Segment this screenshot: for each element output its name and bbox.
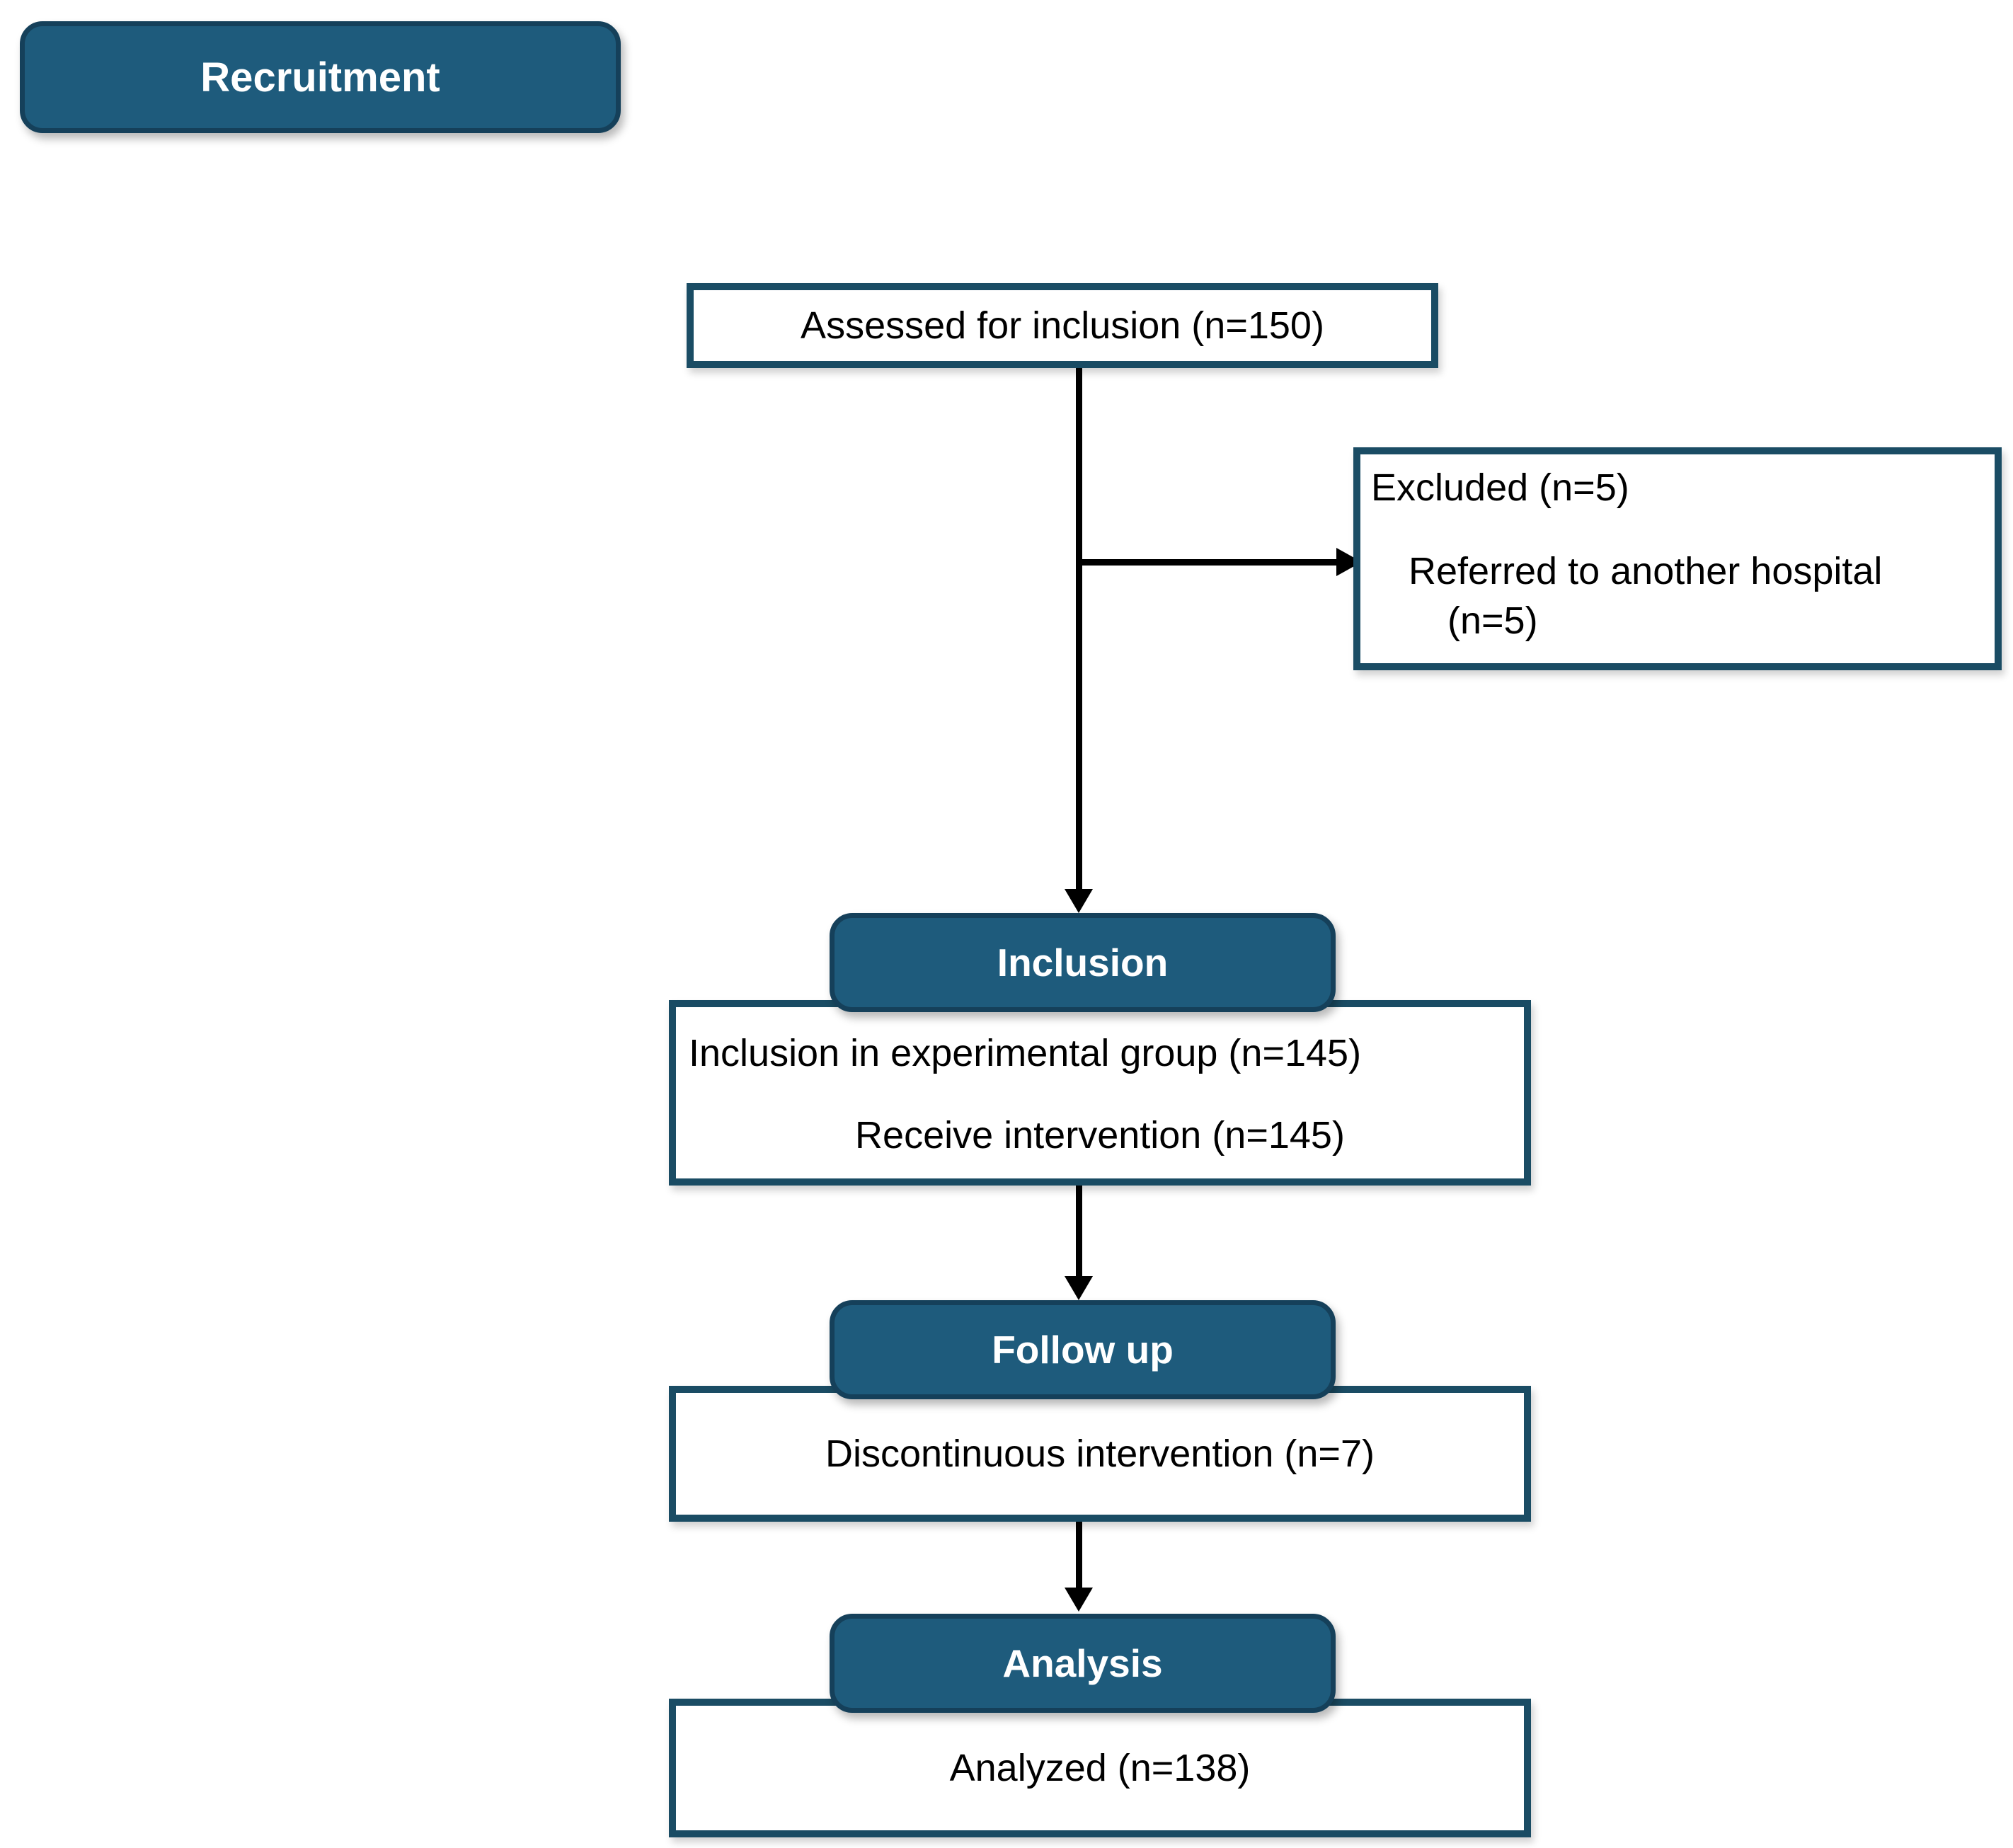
assessed-for-inclusion-box: Assessed for inclusion (n=150) (687, 283, 1438, 368)
analysis-text: Analyzed (n=138) (949, 1747, 1251, 1789)
excluded-reason-n: (n=5) (1447, 599, 1538, 642)
inclusion-box: Inclusion in experimental group (n=145) … (669, 1000, 1531, 1186)
arrow-down-icon (1065, 1588, 1093, 1612)
excluded-title: Excluded (n=5) (1371, 466, 1629, 509)
connector-inclusion-to-followup (1076, 1186, 1082, 1278)
stage-badge-recruitment: Recruitment (20, 21, 621, 133)
stage-label-inclusion: Inclusion (997, 941, 1169, 985)
excluded-box: Excluded (n=5) Referred to another hospi… (1353, 447, 2002, 670)
assessed-text: Assessed for inclusion (n=150) (801, 304, 1324, 347)
connector-assessed-to-inclusion (1076, 368, 1082, 892)
follow-up-text: Discontinuous intervention (n=7) (825, 1433, 1375, 1475)
stage-label-analysis: Analysis (1002, 1641, 1163, 1685)
arrow-down-icon (1065, 1276, 1093, 1300)
arrow-down-icon (1065, 889, 1093, 913)
connector-branch-to-excluded (1076, 559, 1336, 566)
stage-label-recruitment: Recruitment (200, 54, 440, 101)
stage-badge-follow-up: Follow up (830, 1300, 1336, 1399)
connector-followup-to-analysis (1076, 1522, 1082, 1589)
stage-label-follow-up: Follow up (992, 1328, 1174, 1372)
stage-badge-inclusion: Inclusion (830, 913, 1336, 1012)
follow-up-box: Discontinuous intervention (n=7) (669, 1386, 1531, 1522)
inclusion-group-text: Inclusion in experimental group (n=145) (689, 1032, 1362, 1074)
stage-badge-analysis: Analysis (830, 1614, 1336, 1713)
analysis-box: Analyzed (n=138) (669, 1699, 1531, 1837)
excluded-reason: Referred to another hospital (1409, 550, 1883, 592)
inclusion-intervention-text: Receive intervention (n=145) (855, 1114, 1345, 1157)
